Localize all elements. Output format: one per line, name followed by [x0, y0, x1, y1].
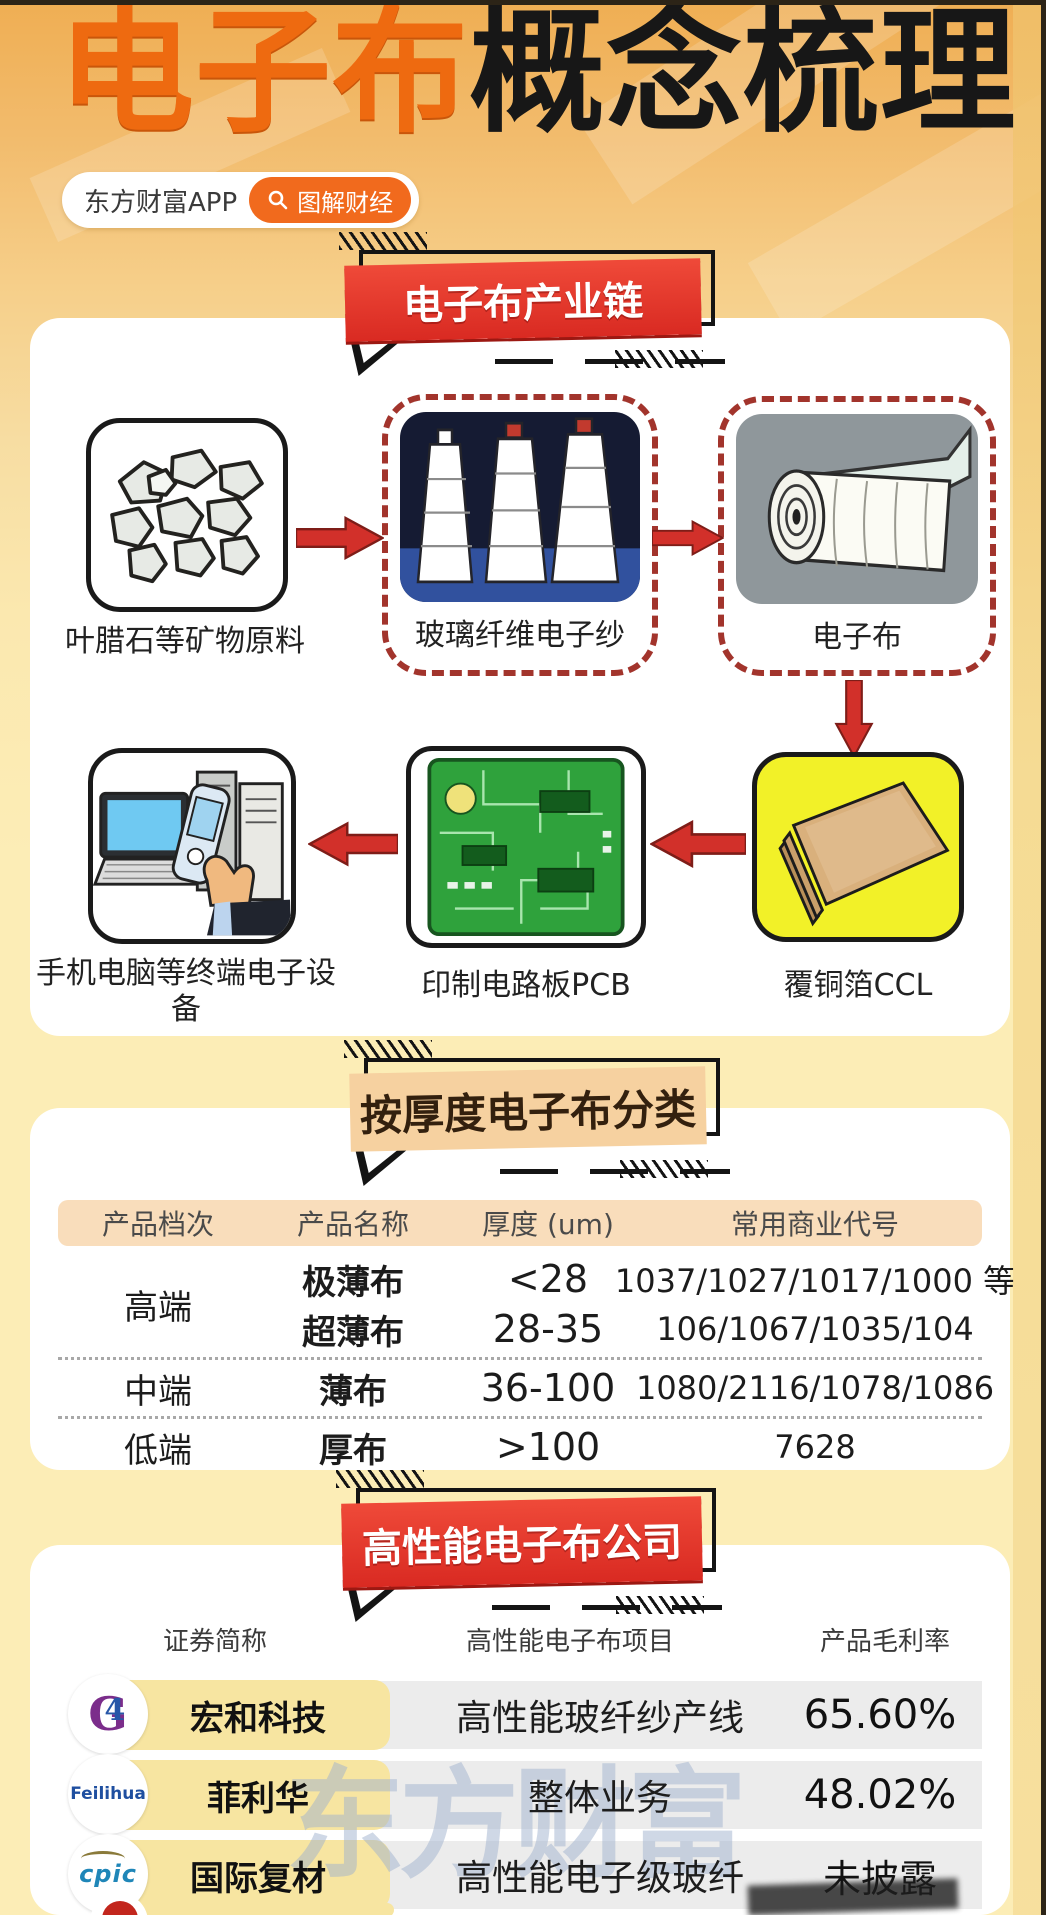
- thickness-table-header: 产品档次 产品名称 厚度 (um) 常用商业代号: [58, 1200, 982, 1246]
- arrow-right-icon: [296, 514, 384, 562]
- cpic-logo-icon: cpic: [79, 1851, 137, 1888]
- thickness-table: 高端 极薄布 <28 1037/1027/1017/1000 等 超薄布 28-…: [58, 1254, 1015, 1472]
- company-name: 国际复材: [190, 1858, 326, 1899]
- dotted-separator: [58, 1416, 982, 1419]
- product-name-cell: 薄布: [319, 1371, 387, 1412]
- grade-cell: 低端: [124, 1430, 192, 1471]
- copper-laminate-illustration: [778, 781, 950, 927]
- company-logo: Feilihua: [68, 1754, 148, 1834]
- node-ccl: [752, 752, 964, 942]
- node-label: 印制电路板PCB: [421, 968, 631, 1003]
- codes-cell: 1080/2116/1078/1086: [635, 1369, 995, 1407]
- yarn-illustration: [400, 412, 640, 602]
- node-pcb: [406, 746, 646, 948]
- node-label: 电子布: [812, 620, 902, 655]
- column-badge-label: 图解财经: [297, 188, 394, 217]
- thickness-card: 产品档次 产品名称 厚度 (um) 常用商业代号 高端 极薄布 <28 1037…: [30, 1108, 1015, 1472]
- pcb-illustration: [427, 757, 625, 937]
- company-name: 宏和科技: [190, 1698, 326, 1739]
- codes-cell: 7628: [774, 1428, 856, 1466]
- app-badge: 东方财富APP 图解财经: [62, 172, 420, 228]
- devices-illustration: [93, 770, 291, 936]
- dash-decoration: [495, 359, 725, 364]
- hatch-decoration: [344, 1040, 432, 1058]
- title-highlight: 电子布: [58, 0, 469, 152]
- search-icon: [268, 190, 288, 210]
- arrow-right-icon: [652, 514, 724, 562]
- section-banner-companies: 高性能电子布公司: [336, 1470, 722, 1622]
- company-margin: 65.60%: [803, 1692, 957, 1738]
- title-rest: 概念梳理: [469, 0, 1017, 152]
- product-name-cell: 超薄布: [302, 1312, 404, 1353]
- row-background: [360, 1761, 982, 1829]
- hatch-decoration: [339, 232, 427, 250]
- banner-title: 高性能电子布公司: [341, 1496, 703, 1588]
- node-electronic-cloth: 电子布: [718, 396, 996, 676]
- source-badges: 东方财富APP 图解财经: [62, 172, 420, 228]
- company-project: 高性能玻纤纱产线: [455, 1698, 744, 1739]
- industry-chain-card: 叶腊石等矿物原料: [30, 318, 1010, 1036]
- node-label: 玻璃纤维电子纱: [415, 618, 625, 653]
- section-banner-industry-chain: 电子布产业链: [339, 232, 725, 376]
- grade-cell: 高端: [124, 1287, 192, 1328]
- banner-title: 按厚度电子布分类: [349, 1066, 707, 1152]
- company-project: 整体业务: [527, 1778, 672, 1819]
- page-title: 电子布概念梳理: [58, 2, 1017, 145]
- feilihua-logo-icon: Feilihua: [70, 1784, 146, 1804]
- thickness-cell: 28-35: [492, 1307, 604, 1351]
- node-label: 手机电脑等终端电子设备: [36, 956, 336, 1027]
- grade-cell: 中端: [124, 1371, 192, 1412]
- thickness-cell: 36-100: [480, 1366, 616, 1410]
- column-header: 产品名称: [296, 1208, 409, 1241]
- node-label: 覆铜箔CCL: [783, 968, 933, 1003]
- column-header: 产品毛利率: [819, 1627, 950, 1657]
- right-frame-line: [1041, 0, 1046, 1915]
- company-name: 菲利华: [207, 1778, 309, 1819]
- arrow-left-icon: [650, 820, 746, 868]
- dash-decoration: [492, 1605, 722, 1610]
- arrow-down-icon: [828, 680, 880, 758]
- hatch-decoration: [336, 1470, 424, 1488]
- right-edge-strip: [1013, 0, 1041, 1915]
- column-header: 证券简称: [162, 1627, 267, 1657]
- column-header: 高性能电子布项目: [465, 1627, 674, 1657]
- app-badge-label: 东方财富APP: [84, 187, 238, 218]
- codes-cell: 1037/1027/1017/1000 等: [614, 1262, 1016, 1300]
- company-row: Feilihua 菲利华 整体业务 48.02%: [58, 1754, 982, 1834]
- rocks-illustration: [110, 448, 264, 584]
- company-margin: 48.02%: [803, 1772, 957, 1818]
- dash-decoration: [500, 1169, 730, 1174]
- row-background: [360, 1681, 982, 1749]
- product-name-cell: 极薄布: [302, 1262, 404, 1303]
- product-name-cell: 厚布: [319, 1430, 387, 1471]
- column-header: 厚度 (um): [482, 1208, 614, 1241]
- section-banner-thickness: 按厚度电子布分类: [344, 1040, 730, 1186]
- thickness-cell: >100: [495, 1425, 601, 1469]
- company-project: 高性能电子级玻纤: [455, 1858, 744, 1899]
- company-row: cpic 国际复材 高性能电子级玻纤 未披露: [58, 1834, 982, 1915]
- column-header: 产品档次: [101, 1208, 214, 1241]
- column-badge: 图解财经: [249, 177, 412, 223]
- dotted-separator: [58, 1357, 982, 1360]
- partial-red-logo-icon: [102, 1901, 138, 1915]
- arrow-left-icon: [308, 820, 398, 868]
- node-mineral-raw-material: [86, 418, 288, 612]
- codes-cell: 106/1067/1035/104: [656, 1310, 974, 1348]
- banner-title: 电子布产业链: [344, 258, 702, 342]
- company-row-partial: [94, 1903, 394, 1915]
- node-glass-fiber-yarn: 玻璃纤维电子纱: [382, 394, 658, 676]
- column-header: 常用商业代号: [730, 1208, 899, 1241]
- thickness-cell: <28: [507, 1257, 589, 1301]
- node-label: 叶腊石等矿物原料: [65, 624, 305, 659]
- cloth-roll-illustration: [736, 414, 978, 604]
- top-frame-line: [0, 0, 1046, 5]
- node-terminal-devices: [88, 748, 296, 944]
